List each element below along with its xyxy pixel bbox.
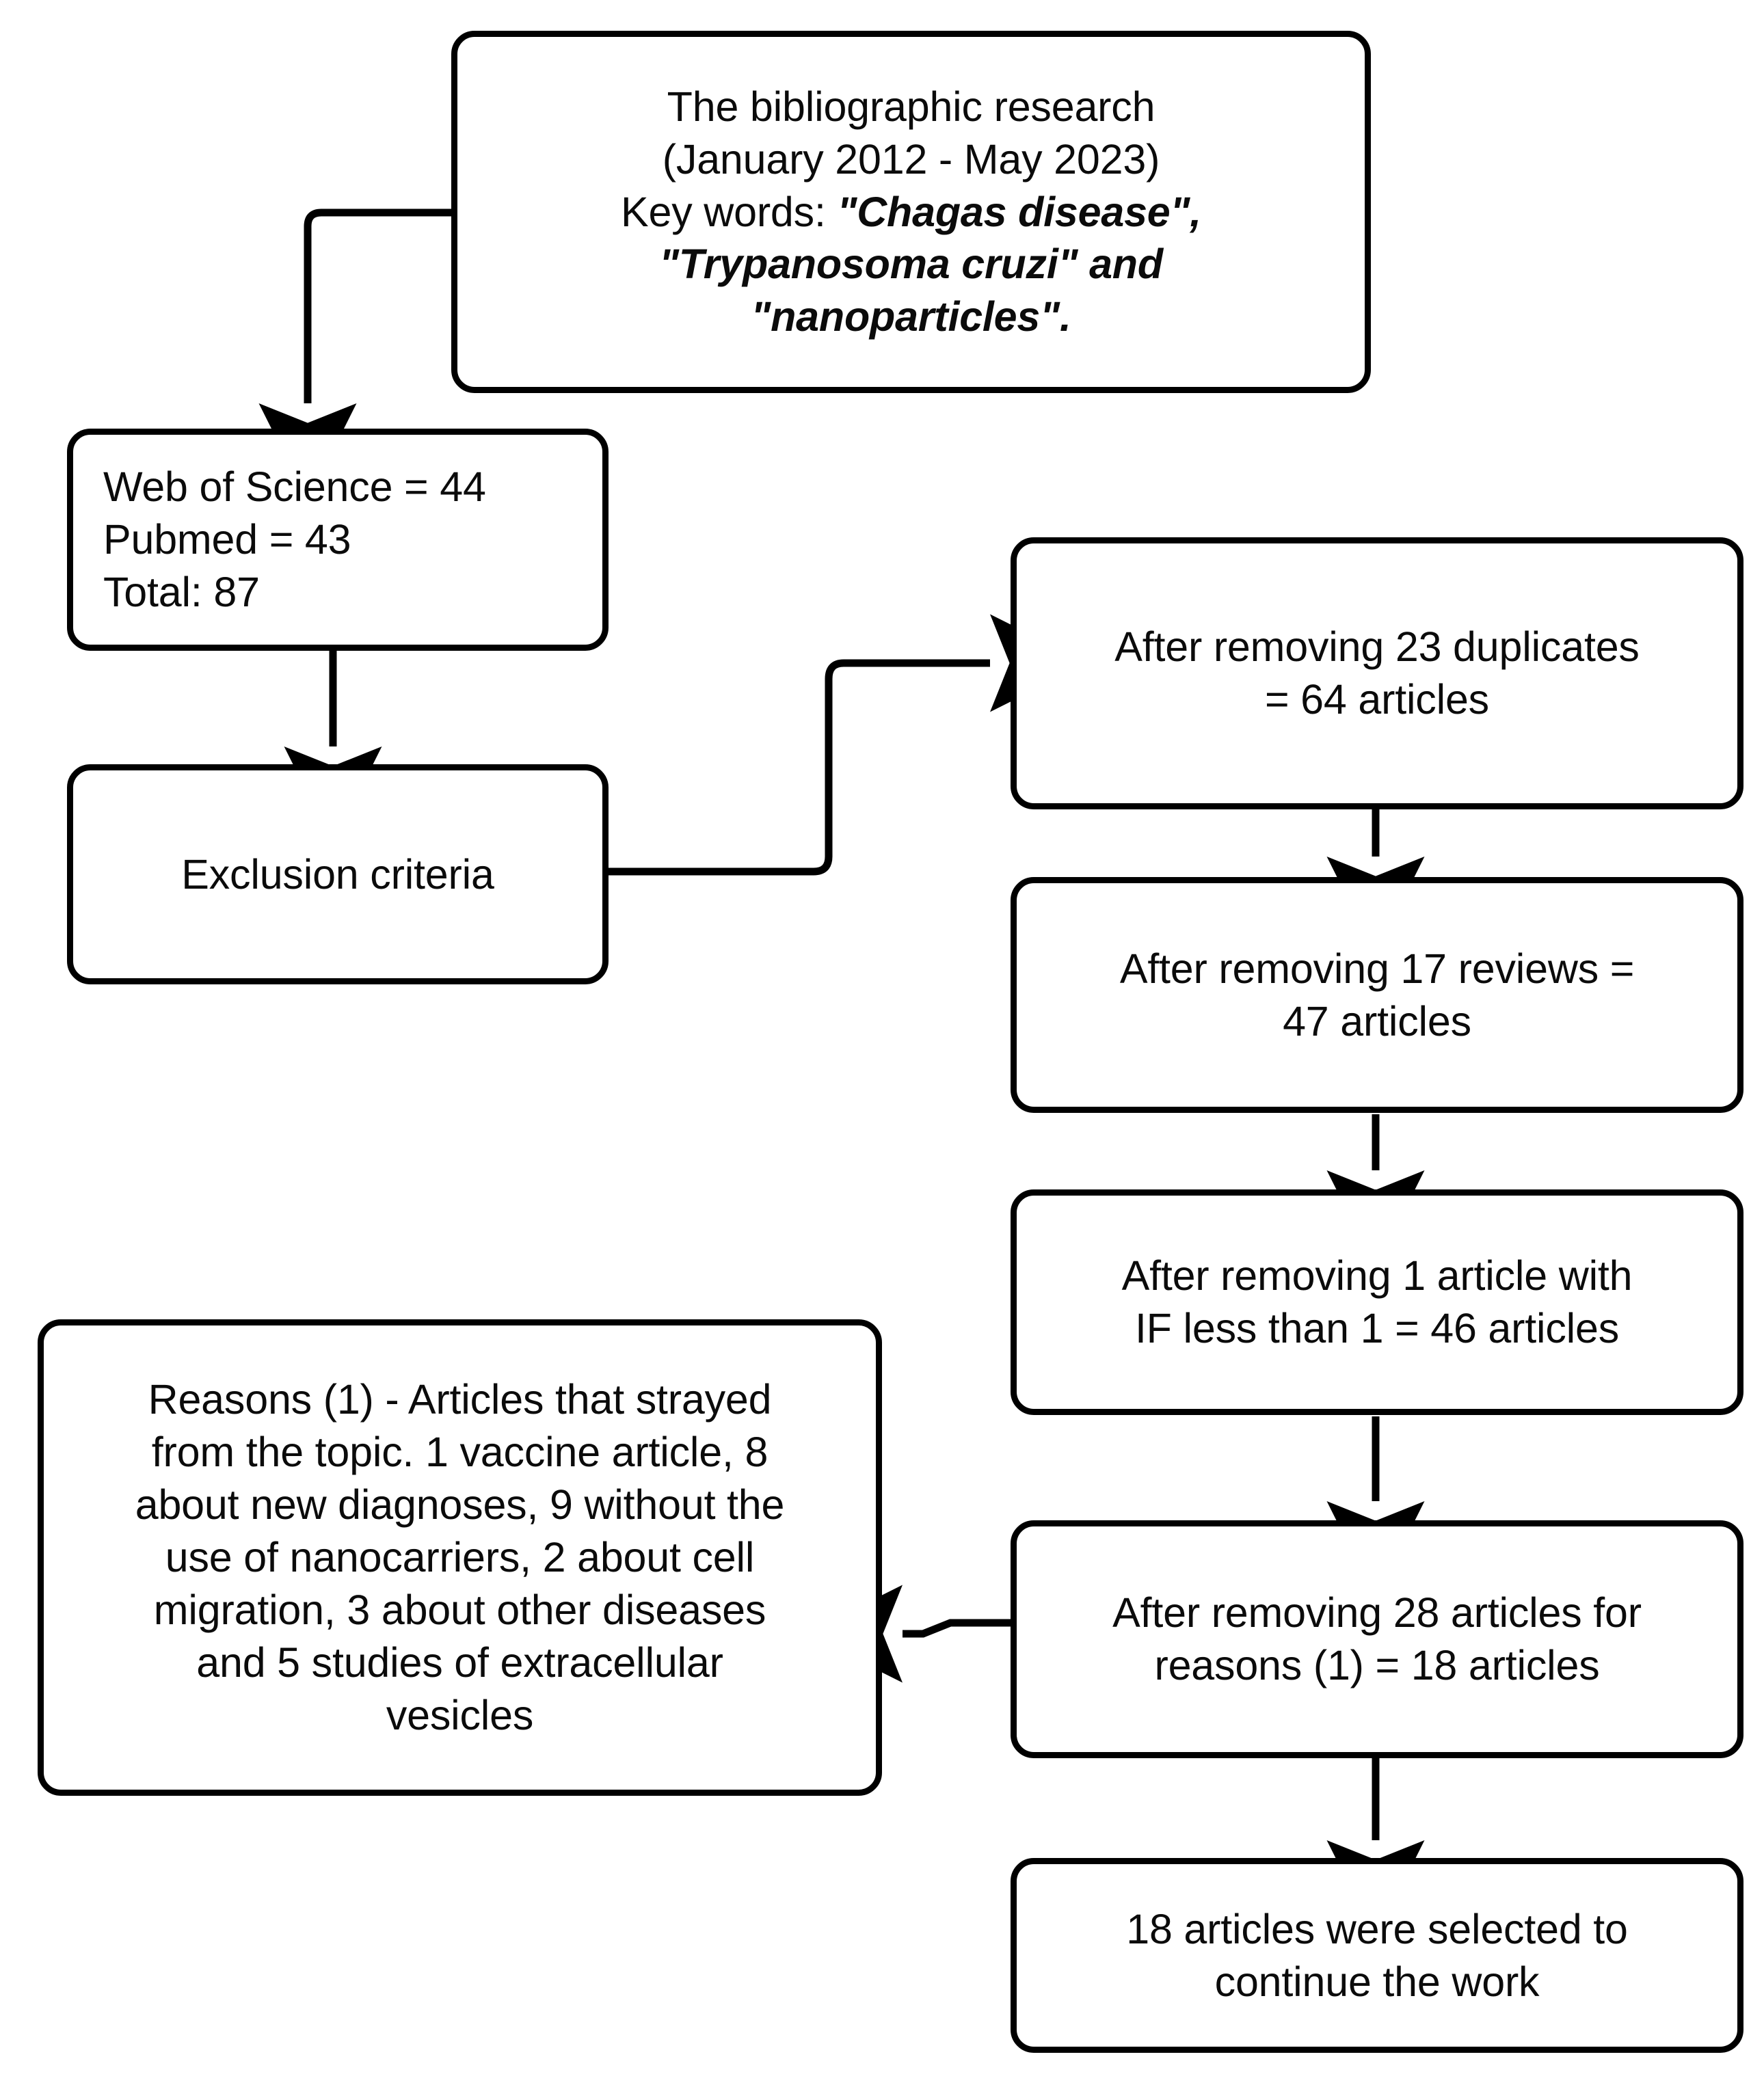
- databases-total: Total: 87: [103, 568, 260, 615]
- node-databases[interactable]: Web of Science = 44 Pubmed = 43 Total: 8…: [67, 429, 609, 651]
- node-duplicates-removed[interactable]: After removing 23 duplicates = 64 articl…: [1011, 537, 1743, 809]
- search-line-1: The bibliographic research: [667, 83, 1155, 130]
- reviews-line-2: 47 articles: [1283, 997, 1471, 1045]
- databases-pubmed: Pubmed = 43: [103, 516, 351, 563]
- exclusion-criteria-label: Exclusion criteria: [181, 850, 494, 898]
- reasons-detail-line-3: about new diagnoses, 9 without the: [135, 1481, 785, 1529]
- node-reasons-removed[interactable]: After removing 28 articles for reasons (…: [1011, 1520, 1743, 1758]
- search-keyword-nanoparticles: "nanoparticles".: [751, 293, 1071, 340]
- node-reasons-removed-text: After removing 28 articles for reasons (…: [1034, 1587, 1720, 1692]
- duplicates-line-2: = 64 articles: [1265, 676, 1489, 723]
- reasons-detail-line-5: migration, 3 about other diseases: [153, 1586, 766, 1633]
- node-databases-text: Web of Science = 44 Pubmed = 43 Total: 8…: [103, 461, 585, 619]
- reviews-line-1: After removing 17 reviews =: [1119, 945, 1635, 992]
- node-exclusion-criteria[interactable]: Exclusion criteria: [67, 764, 609, 984]
- edge-search-to-databases: [258, 208, 451, 501]
- search-keyword-chagas: "Chagas disease",: [837, 188, 1201, 235]
- node-final-selection[interactable]: 18 articles were selected to continue th…: [1011, 1858, 1743, 2053]
- reasons-detail-line-7: vesicles: [386, 1691, 534, 1738]
- final-line-1: 18 articles were selected to: [1126, 1905, 1628, 1952]
- final-line-2: continue the work: [1214, 1958, 1540, 2005]
- databases-web-of-science: Web of Science = 44: [103, 463, 486, 511]
- node-search-strategy-text: The bibliographic research (January 2012…: [475, 81, 1347, 343]
- node-final-selection-text: 18 articles were selected to continue th…: [1034, 1903, 1720, 2008]
- reasons-detail-line-6: and 5 studies of extracellular: [196, 1639, 723, 1686]
- node-impact-factor-removed-text: After removing 1 article with IF less th…: [1034, 1250, 1720, 1355]
- reasons-detail-line-1: Reasons (1) - Articles that strayed: [148, 1376, 772, 1423]
- node-reasons-detail-text: Reasons (1) - Articles that strayed from…: [62, 1373, 858, 1741]
- node-reviews-removed[interactable]: After removing 17 reviews = 47 articles: [1011, 877, 1743, 1113]
- node-exclusion-criteria-text: Exclusion criteria: [91, 848, 585, 901]
- reasons-removed-line-1: After removing 28 articles for: [1112, 1589, 1642, 1637]
- edge-exclusion-to-duplicates: [606, 614, 1088, 876]
- node-impact-factor-removed[interactable]: After removing 1 article with IF less th…: [1011, 1189, 1743, 1415]
- search-keywords-label: Key words:: [620, 188, 838, 235]
- node-duplicates-removed-text: After removing 23 duplicates = 64 articl…: [1034, 621, 1720, 726]
- impact-factor-line-1: After removing 1 article with: [1121, 1252, 1633, 1300]
- reasons-detail-line-2: from the topic. 1 vaccine article, 8: [151, 1429, 769, 1476]
- reasons-detail-line-4: use of nanocarriers, 2 about cell: [165, 1534, 755, 1581]
- node-reviews-removed-text: After removing 17 reviews = 47 articles: [1034, 943, 1720, 1048]
- impact-factor-line-2: IF less than 1 = 46 articles: [1134, 1305, 1620, 1351]
- search-keyword-trypanosoma: "Trypanosoma cruzi" and: [659, 241, 1163, 288]
- edge-reasons-removed-to-reasons-detail: [805, 1585, 1028, 1683]
- duplicates-line-1: After removing 23 duplicates: [1114, 623, 1640, 671]
- search-line-2: (January 2012 - May 2023): [662, 135, 1160, 183]
- node-search-strategy[interactable]: The bibliographic research (January 2012…: [451, 31, 1371, 393]
- search-line-3: Key words: "Chagas disease",: [475, 186, 1347, 239]
- node-reasons-detail[interactable]: Reasons (1) - Articles that strayed from…: [38, 1319, 882, 1796]
- reasons-removed-line-2: reasons (1) = 18 articles: [1154, 1642, 1600, 1688]
